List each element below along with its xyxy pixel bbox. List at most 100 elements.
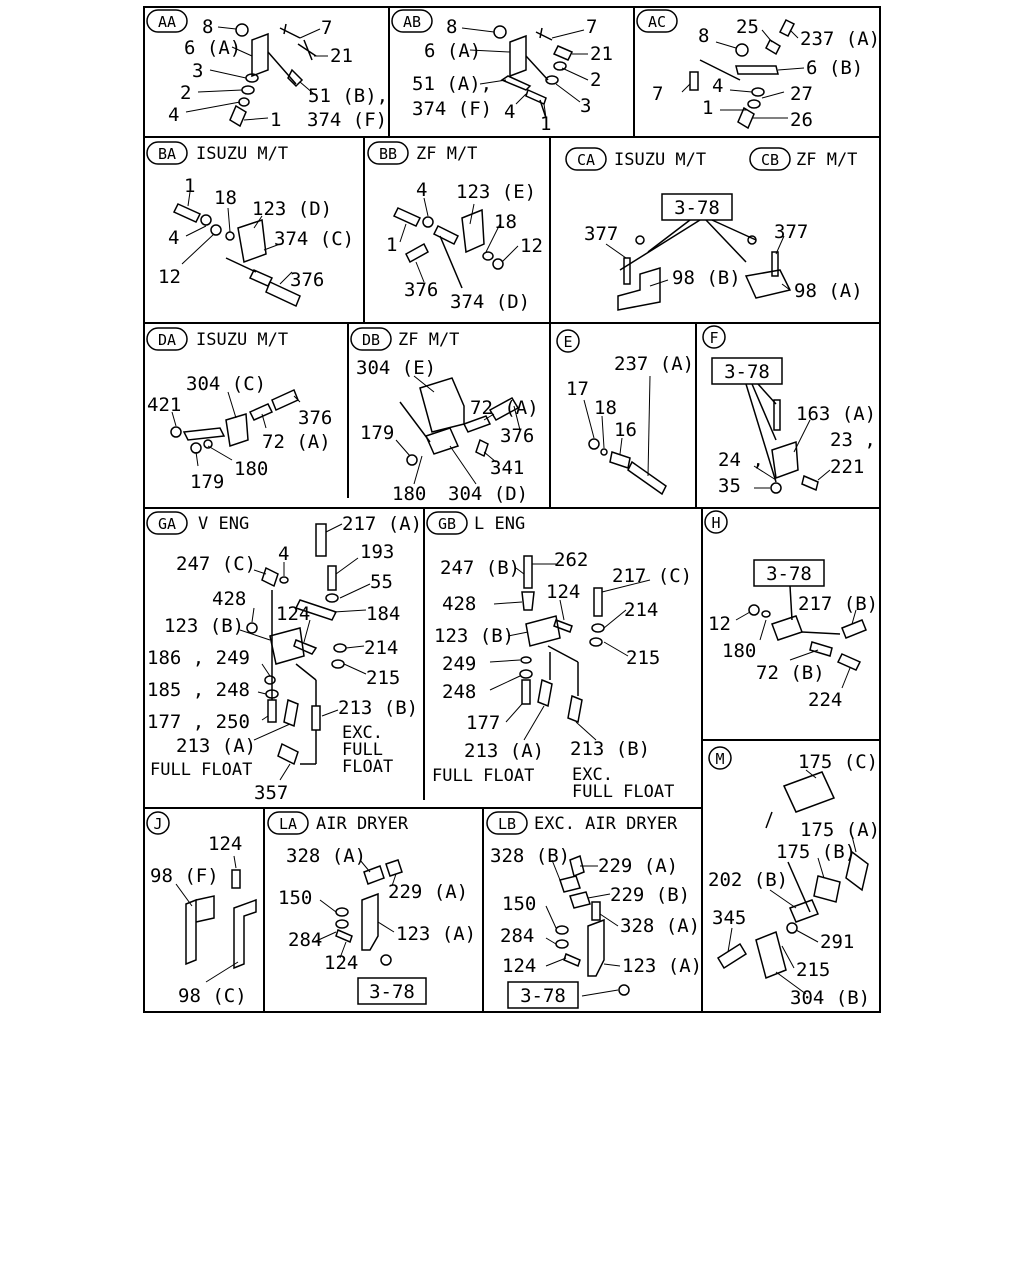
- ab-leaders: [461, 27, 589, 119]
- panel-tag-frame: [636, 9, 678, 33]
- part-label: 284: [288, 929, 322, 951]
- gb-parts: [519, 555, 605, 724]
- page-reference: 3-78: [520, 985, 566, 1007]
- page-reference: 3-78: [766, 563, 812, 585]
- part-label: 376: [298, 407, 332, 429]
- part-label: 217 (B): [798, 593, 878, 615]
- j-parts: [185, 869, 257, 970]
- part-label: 224: [808, 689, 842, 711]
- part-label: 247 (B): [440, 557, 520, 579]
- page-reference: 3-78: [674, 197, 720, 219]
- ga-parts: [246, 523, 347, 766]
- panel-tag: M: [715, 750, 724, 768]
- part-label: 18: [594, 397, 617, 419]
- la-parts: [335, 859, 403, 966]
- part-label: 7: [586, 16, 597, 38]
- panel-tag: LB: [498, 815, 516, 833]
- part-label: 214: [624, 599, 658, 621]
- part-label: 4: [504, 101, 515, 123]
- e-parts: [588, 438, 667, 496]
- panel-tag: AB: [403, 13, 421, 31]
- part-label: 24 ,: [718, 449, 764, 471]
- page-reference-box: [357, 977, 427, 1005]
- part-label: 376: [404, 279, 438, 301]
- ab-parts: [493, 25, 574, 119]
- part-label: 16: [614, 419, 637, 441]
- note-text: EXC.: [342, 723, 383, 743]
- j-leaders: [175, 855, 239, 983]
- part-label: 177 , 250: [147, 711, 250, 733]
- part-label: 262: [554, 549, 588, 571]
- part-label: 213 (A): [176, 735, 256, 757]
- part-label: 98 (A): [794, 280, 863, 302]
- part-label: 6 (A): [184, 37, 241, 59]
- part-label: 4: [712, 75, 723, 97]
- part-label: 124: [208, 833, 242, 855]
- ba-parts: [172, 203, 301, 308]
- panel-tag-frame: [367, 141, 409, 165]
- part-label: 4: [168, 227, 179, 249]
- panel-ba: BA ISUZU M/T 1 18 123 (D) 4 374 (C) 12 3…: [146, 141, 354, 308]
- part-label: 8: [446, 16, 457, 38]
- part-label: 98 (C): [178, 985, 247, 1007]
- part-label: 25: [736, 16, 759, 38]
- panel-m: M 175 (C) 175 (A) 175 (B) 202 (B) 345: [708, 746, 880, 1009]
- panel-tag-frame: [426, 511, 468, 535]
- part-label: 26: [790, 109, 813, 131]
- panel-h: H 3-78 217 (B) 12 180 72 (B) 224: [704, 510, 878, 711]
- panel-tag: J: [153, 815, 162, 833]
- panel-da: DA ISUZU M/T 304 (C) 421 376 72 (A) 180 …: [146, 327, 332, 493]
- part-label: 428: [442, 593, 476, 615]
- part-label: 124: [502, 955, 536, 977]
- part-label: 377: [774, 221, 808, 243]
- part-label: 98 (F): [150, 865, 219, 887]
- panel-heading: AIR DRYER: [316, 814, 409, 834]
- panel-tag-frame: [486, 811, 528, 835]
- part-label: 4: [416, 179, 427, 201]
- part-label: 150: [502, 893, 536, 915]
- page-reference: 3-78: [724, 361, 770, 383]
- part-label: 345: [712, 907, 746, 929]
- ca-leaders: [605, 235, 791, 291]
- panel-tag-frame: [556, 329, 580, 353]
- panel-tag-frame: [146, 141, 188, 165]
- panel-la: LA AIR DRYER 3-78 328 (A) 229 (A) 150 12…: [267, 811, 476, 1005]
- page-reference: 3-78: [369, 981, 415, 1003]
- part-label: 6 (B): [806, 57, 863, 79]
- part-label: 3: [580, 95, 591, 117]
- m-parts: [716, 771, 869, 980]
- part-label: 428: [212, 588, 246, 610]
- part-label: 72 (A): [470, 397, 539, 419]
- part-label: 1: [540, 113, 551, 135]
- part-label: 284: [500, 925, 534, 947]
- part-label: 202 (B): [708, 869, 788, 891]
- part-label: 291: [820, 931, 854, 953]
- part-label: 374 (F): [412, 98, 492, 120]
- h-parts: [748, 585, 867, 671]
- panel-bb: BB ZF M/T 4 123 (E) 18 1 12 376 374 (D): [367, 141, 543, 313]
- part-label: 18: [494, 211, 517, 233]
- panel-tag: LA: [279, 815, 297, 833]
- panel-tag: H: [711, 514, 720, 532]
- panel-heading: L ENG: [474, 514, 525, 534]
- panel-tag-frame: [702, 325, 726, 349]
- panel-tag: BB: [379, 145, 397, 163]
- part-label: 18: [214, 187, 237, 209]
- part-label: 123 (E): [456, 181, 536, 203]
- part-label: 21: [330, 45, 353, 67]
- part-label: 4: [278, 543, 289, 565]
- panel-tag-frame: [350, 327, 392, 351]
- panel-tag: CA: [577, 151, 595, 169]
- panel-tag-frame: [749, 147, 791, 171]
- part-label: 229 (A): [598, 855, 678, 877]
- part-label: 217 (C): [612, 565, 692, 587]
- panel-tag: GB: [438, 515, 456, 533]
- part-label: 185 , 248: [147, 679, 250, 701]
- part-label: 123 (A): [622, 955, 702, 977]
- part-label: 186 , 249: [147, 647, 250, 669]
- part-label: 237 (A): [614, 353, 694, 375]
- panel-tag-frame: [267, 811, 309, 835]
- note-text: FLOAT: [342, 757, 393, 777]
- part-label: 341: [490, 457, 524, 479]
